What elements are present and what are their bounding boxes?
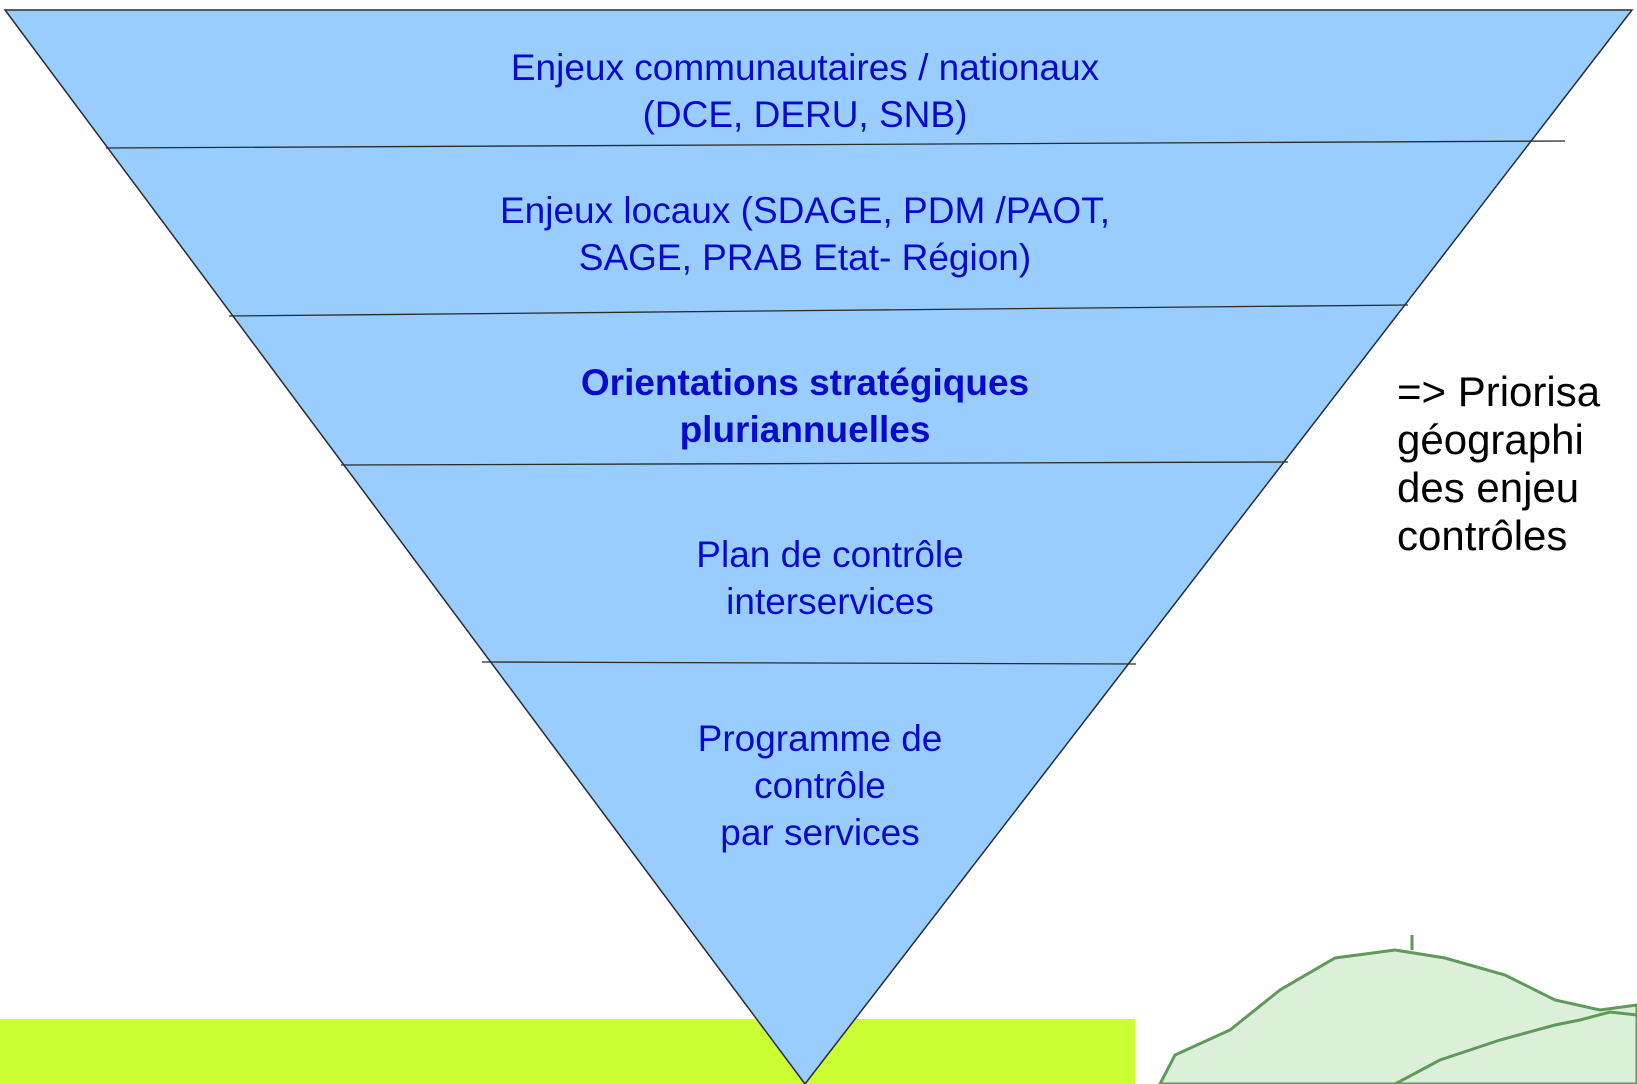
level-label-2: Enjeux locaux (SDAGE, PDM /PAOT, SAGE, P… bbox=[499, 190, 1110, 278]
level-label-5: Programme de contrôle par services bbox=[697, 718, 943, 853]
side-note-text: => Priorisa géographi des enjeu contrôle… bbox=[1397, 368, 1601, 559]
separator-line-3 bbox=[340, 461, 1289, 466]
level-label-1: Enjeux communautaires / nationaux (DCE, … bbox=[510, 47, 1100, 135]
level-label-4: Plan de contrôle interservices bbox=[696, 534, 964, 622]
separator-line-1 bbox=[105, 140, 1566, 149]
separator-line-4 bbox=[481, 661, 1137, 665]
level-label-3: Orientations stratégiques pluriannuelles bbox=[580, 362, 1030, 450]
green-band bbox=[0, 1019, 1135, 1084]
hill-shape bbox=[1158, 948, 1637, 1084]
hill-ridge-line bbox=[1394, 1010, 1637, 1084]
separator-line-2 bbox=[228, 304, 1409, 317]
pyramid-triangle bbox=[3, 9, 1634, 1084]
hill-illustration-icon bbox=[1158, 935, 1637, 1084]
